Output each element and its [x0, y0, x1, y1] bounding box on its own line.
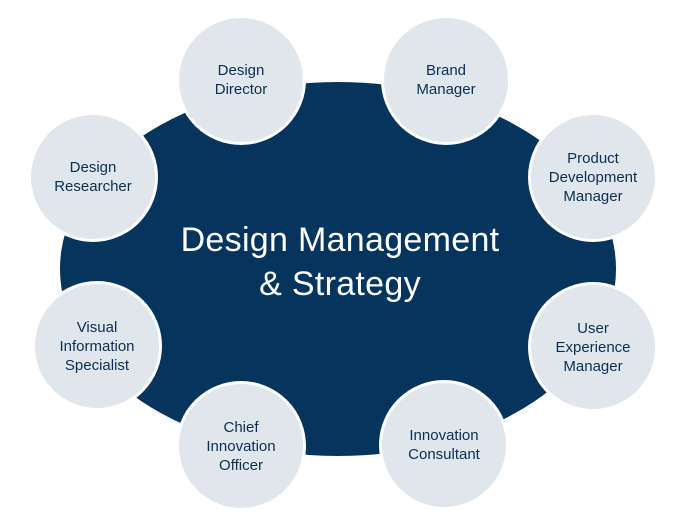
center-ellipse [60, 82, 616, 456]
role-label: Innovation Consultant [408, 427, 480, 463]
role-label: Design Director [214, 62, 268, 98]
center-title-line-2: & Strategy [259, 265, 421, 303]
role-circle-design-researcher: Design Researcher [28, 112, 158, 242]
role-label: Design Researcher [54, 159, 132, 195]
role-circle-design-director: Design Director [176, 15, 306, 145]
center-title-line-1: Design Management [180, 221, 500, 259]
role-circle-user-experience-manager: User Experience Manager [528, 282, 658, 412]
role-circle-brand-manager: Brand Manager [381, 15, 511, 145]
role-circle-product-development-manager: Product Development Manager [528, 112, 658, 242]
role-label: Chief Innovation Officer [206, 418, 276, 474]
center-title: Design Management & Strategy [120, 218, 560, 306]
role-label: Brand Manager [416, 62, 476, 98]
role-label: Visual Information Specialist [59, 318, 135, 374]
role-label: User Experience Manager [555, 319, 631, 375]
role-circle-chief-innovation-officer: Chief Innovation Officer [176, 381, 306, 511]
role-circle-innovation-consultant: Innovation Consultant [379, 380, 509, 510]
role-circle-visual-information-specialist: Visual Information Specialist [32, 281, 162, 411]
role-label: Product Development Manager [548, 149, 638, 205]
